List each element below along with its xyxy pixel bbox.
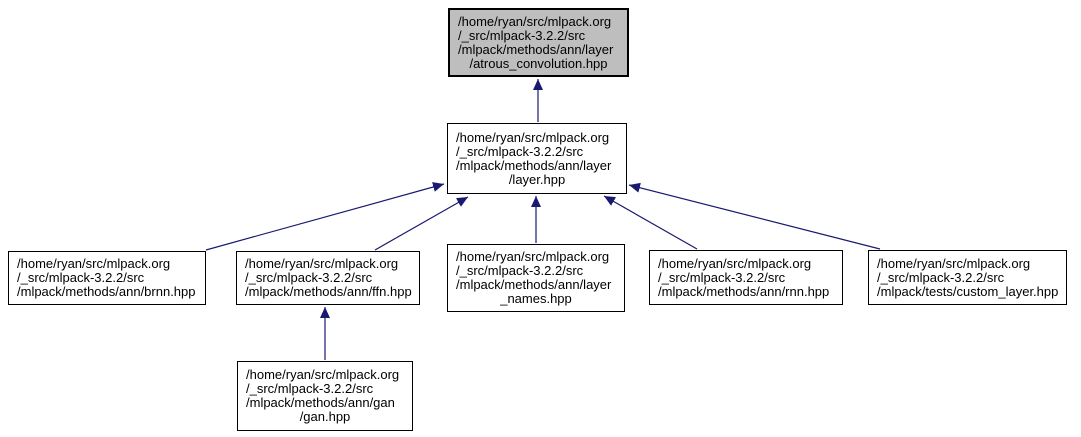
node-label-line: /mlpack/methods/ann/ffn.hpp (245, 284, 412, 299)
node-atrous-convolution-hpp: /home/ryan/src/mlpack.org /_src/mlpack-3… (448, 8, 629, 77)
node-label-line: /mlpack/methods/ann/brnn.hpp (17, 284, 196, 299)
node-label-line: /home/ryan/src/mlpack.org (245, 256, 399, 271)
node-label-line: /atrous_convolution.hpp (469, 55, 608, 71)
node-label-line: _names.hpp (500, 291, 572, 306)
node-layer-names-hpp[interactable]: /home/ryan/src/mlpack.org /_src/mlpack-3… (447, 244, 625, 312)
node-ffn-hpp[interactable]: /home/ryan/src/mlpack.org /_src/mlpack-3… (236, 251, 420, 305)
node-label-line: /layer.hpp (508, 171, 566, 187)
node-layer-hpp[interactable]: /home/ryan/src/mlpack.org /_src/mlpack-3… (447, 123, 627, 194)
node-label-line: /gan.hpp (299, 409, 351, 424)
node-label-line: /_src/mlpack-3.2.2/src (456, 263, 584, 278)
edge-brnn-to-layer (205, 182, 445, 251)
node-label-line: /mlpack/methods/ann/layer (458, 41, 614, 57)
node-label-line: /home/ryan/src/mlpack.org (877, 255, 1031, 271)
node-label-line: /home/ryan/src/mlpack.org (458, 13, 612, 29)
node-label-line: /_src/mlpack-3.2.2/src (877, 269, 1005, 285)
node-label-line: /mlpack/methods/ann/layer (456, 277, 612, 292)
node-label-line: /mlpack/methods/ann/layer (456, 157, 612, 173)
node-label-line: /home/ryan/src/mlpack.org (658, 255, 812, 271)
node-label-line: /mlpack/tests/custom_layer.hpp (877, 283, 1059, 299)
node-label-line: /_src/mlpack-3.2.2/src (456, 143, 584, 159)
node-brnn-hpp[interactable]: /home/ryan/src/mlpack.org /_src/mlpack-3… (8, 251, 206, 305)
node-label-line: /home/ryan/src/mlpack.org (246, 367, 400, 382)
node-label-line: /_src/mlpack-3.2.2/src (17, 270, 145, 285)
node-gan-hpp[interactable]: /home/ryan/src/mlpack.org /_src/mlpack-3… (237, 361, 413, 431)
edge-rnn-to-layer (603, 195, 698, 250)
node-label-line: /home/ryan/src/mlpack.org (456, 249, 610, 264)
node-label-line: /_src/mlpack-3.2.2/src (458, 27, 586, 43)
node-label-line: /home/ryan/src/mlpack.org (456, 129, 610, 145)
node-label-line: /_src/mlpack-3.2.2/src (246, 381, 374, 396)
node-label-line: /_src/mlpack-3.2.2/src (245, 270, 373, 285)
edge-custom-layer-to-layer (628, 182, 881, 250)
node-label-line: /mlpack/methods/ann/rnn.hpp (658, 283, 830, 299)
node-rnn-hpp[interactable]: /home/ryan/src/mlpack.org /_src/mlpack-3… (649, 250, 843, 305)
edge-ffn-to-layer (374, 196, 469, 251)
node-label-line: /mlpack/methods/ann/gan (246, 395, 395, 410)
node-label-line: /home/ryan/src/mlpack.org (17, 256, 171, 271)
node-label-line: /_src/mlpack-3.2.2/src (658, 269, 786, 285)
node-custom-layer-hpp[interactable]: /home/ryan/src/mlpack.org /_src/mlpack-3… (868, 250, 1067, 305)
